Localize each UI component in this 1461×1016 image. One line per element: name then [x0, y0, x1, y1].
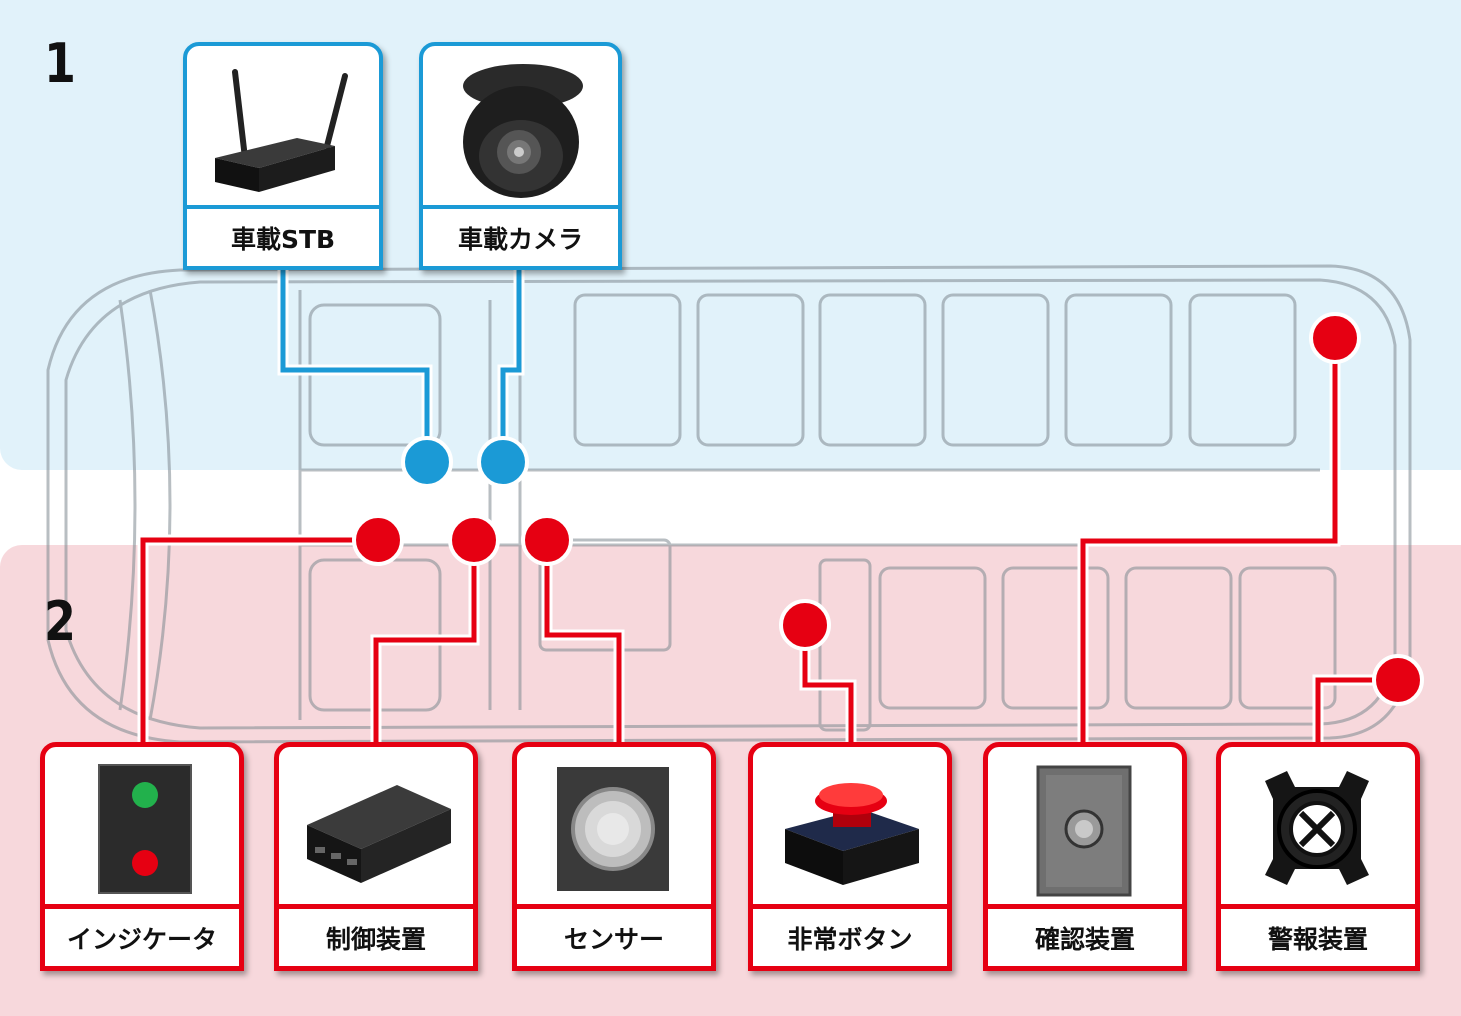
- controller-card[interactable]: 制御装置: [274, 742, 478, 971]
- stb-connection-dot: [401, 436, 453, 488]
- camera-connection-dot: [477, 436, 529, 488]
- blue-connectors: [277, 265, 525, 460]
- control-box-icon: [279, 747, 473, 910]
- stb-card[interactable]: 車載STB: [183, 42, 383, 270]
- indicator-lights-icon: [45, 747, 239, 910]
- red-connectors: [137, 338, 1398, 742]
- alarm-connection-dot: [1372, 654, 1424, 706]
- alarm-device-card[interactable]: 警報装置: [1216, 742, 1420, 971]
- emergency-connection-dot: [779, 599, 831, 651]
- zone-2-number: 2: [44, 590, 76, 653]
- confirm-connection-dot: [1309, 312, 1361, 364]
- confirm-device-card[interactable]: 確認装置: [983, 742, 1187, 971]
- indicator-card[interactable]: インジケータ: [40, 742, 244, 971]
- alarm-device-label: 警報装置: [1221, 904, 1415, 966]
- camera-card[interactable]: 車載カメラ: [419, 42, 622, 270]
- confirm-device-label: 確認装置: [988, 904, 1182, 966]
- confirm-button-icon: [988, 747, 1182, 910]
- sensor-connection-dot: [521, 514, 573, 566]
- indicator-connection-dot: [352, 514, 404, 566]
- sensor-card[interactable]: センサー: [512, 742, 716, 971]
- zone-1-number: 1: [44, 32, 76, 95]
- blue-dots: [401, 436, 529, 488]
- controller-connection-dot: [448, 514, 500, 566]
- dome-camera-icon: [423, 46, 618, 212]
- bus-outline: [46, 264, 1412, 744]
- red-dots: [352, 312, 1424, 706]
- alarm-speaker-icon: [1221, 747, 1415, 910]
- sensor-icon: [517, 747, 711, 910]
- stb-label: 車載STB: [187, 205, 379, 266]
- controller-label: 制御装置: [279, 904, 473, 966]
- camera-label: 車載カメラ: [423, 205, 618, 266]
- emergency-button-icon: [753, 747, 947, 910]
- emergency-button-label: 非常ボタン: [753, 904, 947, 966]
- indicator-label: インジケータ: [45, 904, 239, 966]
- emergency-button-card[interactable]: 非常ボタン: [748, 742, 952, 971]
- sensor-label: センサー: [517, 904, 711, 966]
- router-icon: [187, 46, 379, 212]
